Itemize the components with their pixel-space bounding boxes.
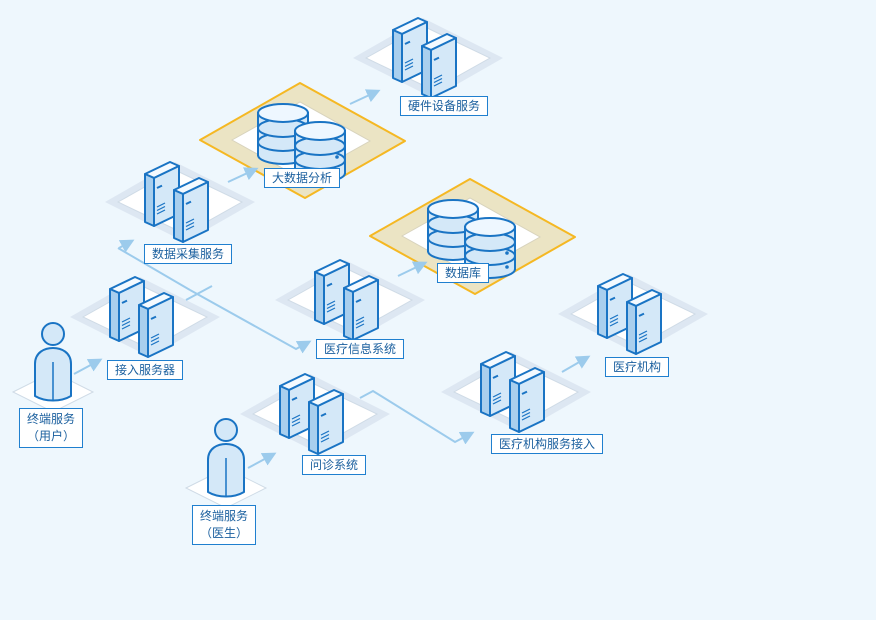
database-label: 数据库 (436, 263, 490, 283)
data-collect-label: 数据采集服务 (143, 244, 233, 264)
bigdata-label: 大数据分析 (263, 168, 341, 188)
arrow-doctor-to-consult (247, 452, 277, 469)
terminal-doctor-label: 终端服务（医生） (191, 505, 257, 545)
terminal-user-icon (12, 322, 94, 413)
hospital-label: 医疗机构 (604, 357, 670, 377)
terminal-user-label: 终端服务（用户） (18, 408, 84, 448)
arrow-user-to-access-server (73, 358, 103, 375)
hardware-service-label: 硬件设备服务 (399, 96, 489, 116)
consult-system-label: 问诊系统 (301, 455, 367, 475)
arrow-collect-to-bigdata (227, 167, 259, 183)
collect-server-icon (105, 162, 255, 242)
access-server-label: 接入服务器 (106, 360, 184, 380)
arrow-access-to-hospital (561, 355, 591, 373)
line-access-up (185, 285, 213, 301)
arrow-consult-to-hospital-access (359, 389, 475, 445)
terminal-doctor-icon (185, 418, 267, 509)
arrow-to-hospital-info (189, 289, 312, 354)
line-collect-access (117, 247, 191, 291)
arrow-hospital-info-to-database (397, 261, 428, 277)
hospital-info-system-label: 医疗信息系统 (315, 339, 405, 359)
consult-server-icon (240, 374, 390, 454)
hospital-info-server-icon (275, 260, 425, 340)
hardware-server-icon (353, 18, 503, 98)
hospital-server-icon (558, 274, 708, 354)
arrow-bigdata-to-hardware (349, 89, 381, 105)
arrow-to-collect (118, 239, 135, 253)
access-server-icon (70, 277, 220, 357)
hospital-access-label: 医疗机构服务接入 (490, 434, 604, 454)
hospital-access-server-icon (441, 352, 591, 432)
